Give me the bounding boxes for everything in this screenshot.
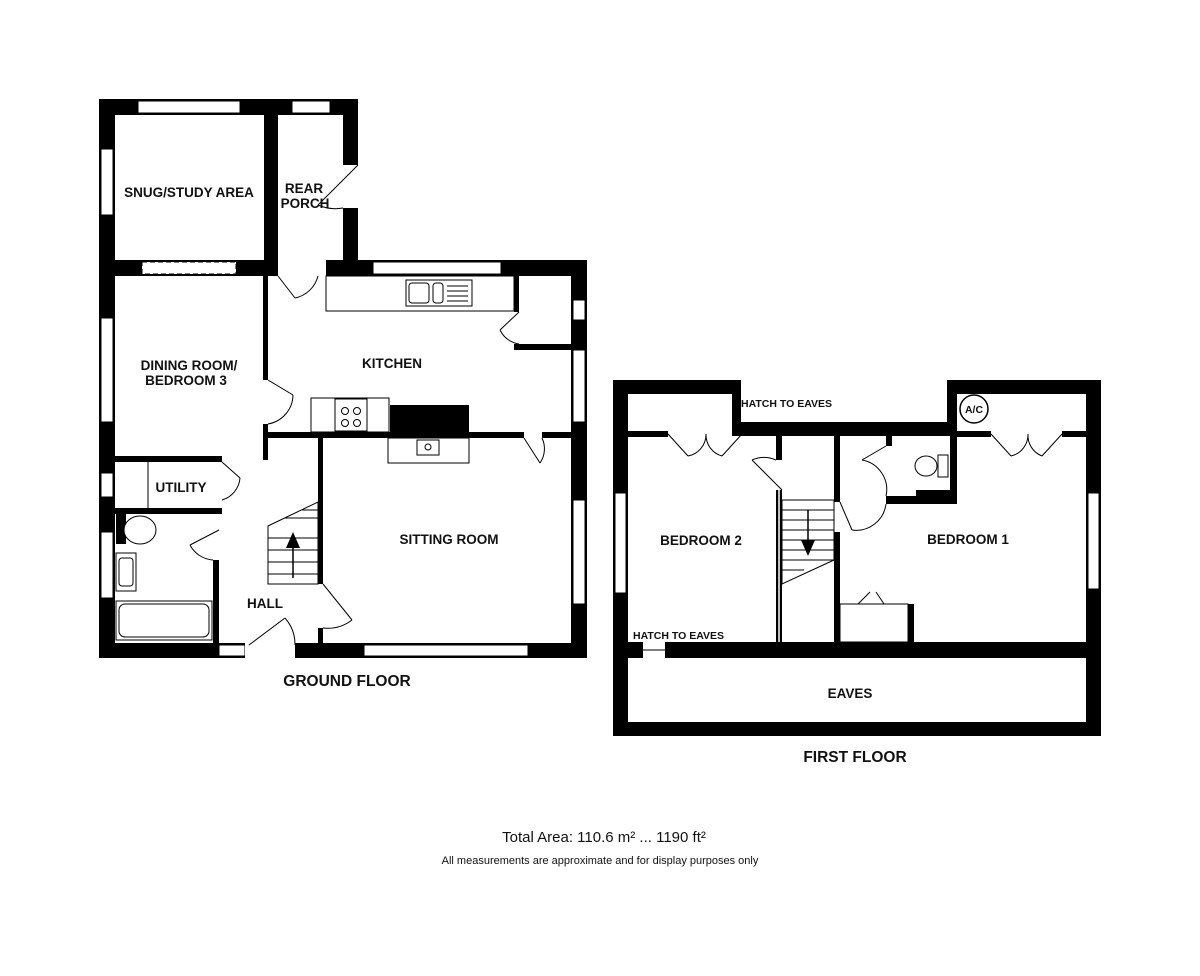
sitting-room-island [387,437,470,464]
room-labels: SNUG/STUDY AREA REAR PORCH KITCHEN DININ… [124,181,1009,766]
first-floor [613,380,1101,736]
ground-stairs-arrow [286,532,300,578]
bedroom-2-label: BEDROOM 2 [660,533,742,548]
toilet-fitting [914,454,949,478]
first-stairs-arrow [801,510,815,556]
ac-label: A/C [965,404,984,416]
first-floor-label: FIRST FLOOR [803,749,906,766]
hatch-top-label: HATCH TO EAVES [741,398,832,410]
bedroom-1-label: BEDROOM 1 [927,532,1009,547]
first-windows [614,492,1100,594]
disclaimer: All measurements are approximate and for… [442,855,759,867]
airing-cupboard-frame [839,603,909,643]
first-walls [613,380,1101,736]
dining-label-2: BEDROOM 3 [145,373,227,388]
hatch-bottom-label: HATCH TO EAVES [633,630,724,642]
ground-doors [189,164,545,646]
eaves-label: EAVES [828,686,873,701]
bathroom-fittings [115,515,213,641]
ground-door-gaps [245,165,358,658]
kitchen-black-unit [390,405,469,432]
rear-porch-label-2: PORCH [281,196,330,211]
ground-windows [100,100,586,657]
hall-label: HALL [247,596,283,611]
first-stairs [781,499,835,585]
sitting-room-label: SITTING ROOM [400,532,499,547]
dining-label-1: DINING ROOM/ [141,358,238,373]
ground-stairs [267,501,319,585]
utility-label: UTILITY [156,480,207,495]
kitchen-label: KITCHEN [362,356,422,371]
ground-floor [99,99,587,658]
footer: Total Area: 110.6 m² ... 1190 ft² All me… [442,829,759,867]
snug-label: SNUG/STUDY AREA [124,185,254,200]
total-area: Total Area: 110.6 m² ... 1190 ft² [502,829,706,846]
first-doors [667,433,1063,605]
sliding-door [141,261,237,275]
kitchen-units [310,275,515,433]
ground-floor-label: GROUND FLOOR [283,673,410,690]
rear-porch-label-1: REAR [285,181,324,196]
ac-unit [959,394,989,424]
